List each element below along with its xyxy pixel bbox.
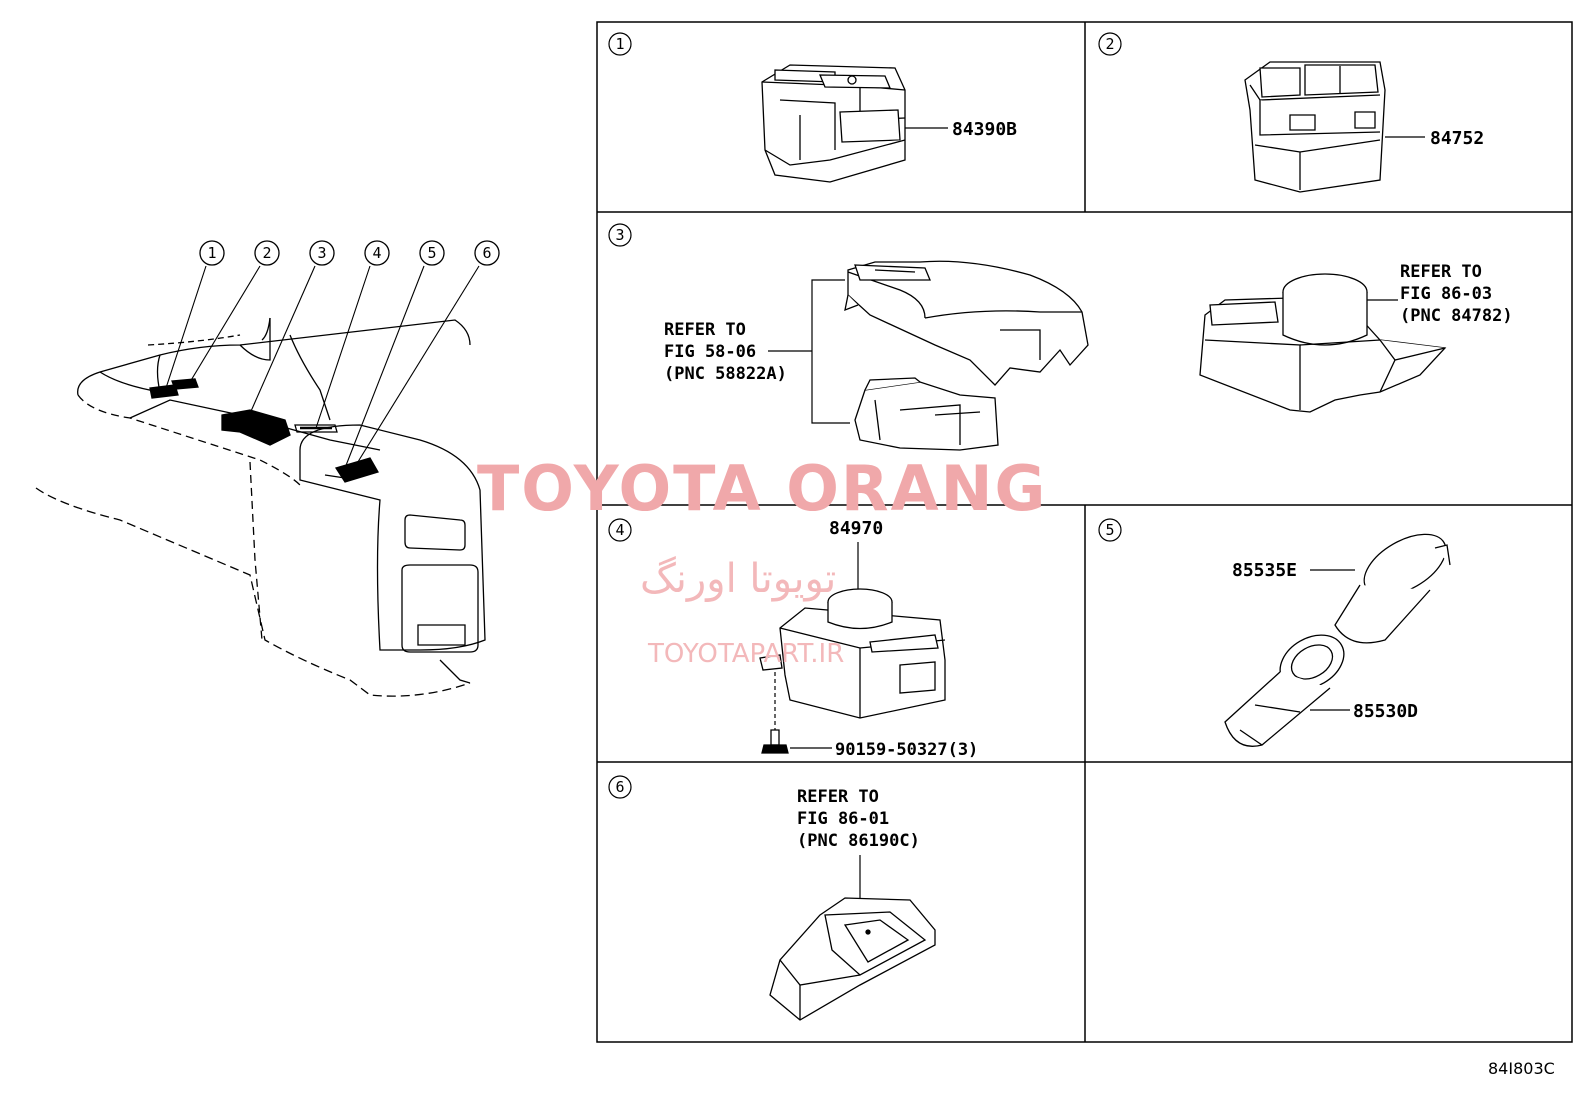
svg-text:6: 6 [615,778,624,796]
svg-text:(PNC 86190C): (PNC 86190C) [797,831,920,851]
bracket-leader-58822a [768,279,850,424]
part-label-90159-50327[interactable]: 90159-50327(3) [835,740,978,760]
socket-cap-drawing [1334,533,1451,644]
refer-label-84782[interactable]: REFER TO FIG 86-03 (PNC 84782) [1400,262,1513,326]
panel-6: 6 REFER TO FIG 86-01 (PNC 86190C) [608,775,936,1021]
svg-text:5: 5 [427,244,436,262]
svg-text:FIG 58-06: FIG 58-06 [664,342,756,362]
svg-text:2: 2 [262,244,271,262]
watermark: TOYOTA ORANG تویوتا اورنگ TOYOTAPART.IR [477,452,1047,669]
console-overview [35,317,486,697]
svg-text:2: 2 [1105,35,1114,53]
panel-number-3: 3 [608,223,632,247]
part-label-84390b[interactable]: 84390B [952,119,1017,140]
callout-3[interactable]: 3 [309,240,335,266]
remote-controller-drawing [1199,273,1447,413]
refer-label-86190c[interactable]: REFER TO FIG 86-01 (PNC 86190C) [797,787,920,851]
switch-84390b-drawing [761,64,906,183]
svg-text:1: 1 [615,35,624,53]
panel-3: 3 REFER TO FIG 58-06 (PNC 58822A) [608,223,1513,451]
callout-4[interactable]: 4 [364,240,390,266]
panel-1: 1 84390B [608,32,1017,183]
panel-number-1: 1 [608,32,632,56]
panel-5: 5 85535E 85530D [1098,518,1451,747]
watermark-main: TOYOTA ORANG [477,452,1047,525]
svg-text:(PNC 58822A): (PNC 58822A) [664,364,787,384]
callout-group: 1 2 3 4 5 6 [199,240,500,266]
svg-text:3: 3 [317,244,326,262]
callout-leaders [165,265,480,469]
panel-number-4: 4 [608,518,632,542]
callout-1[interactable]: 1 [199,240,225,266]
bolt-drawing [761,729,789,754]
svg-text:FIG 86-01: FIG 86-01 [797,809,889,829]
callout-6[interactable]: 6 [474,240,500,266]
svg-text:4: 4 [615,521,624,539]
panel-2: 2 84752 [1098,32,1484,193]
svg-text:REFER TO: REFER TO [797,787,879,807]
part-label-85535e[interactable]: 85535E [1232,560,1297,581]
watermark-farsi: تویوتا اورنگ [640,556,836,602]
svg-text:3: 3 [615,226,624,244]
svg-text:1: 1 [207,244,216,262]
callout-2[interactable]: 2 [254,240,280,266]
console-cover-drawing [844,260,1089,451]
svg-text:REFER TO: REFER TO [1400,262,1482,282]
svg-text:REFER TO: REFER TO [664,320,746,340]
refer-label-58822a[interactable]: REFER TO FIG 58-06 (PNC 58822A) [664,320,787,384]
svg-text:4: 4 [372,244,381,262]
svg-text:5: 5 [1105,521,1114,539]
part-label-84752[interactable]: 84752 [1430,128,1484,149]
parts-grid [596,21,1573,1043]
svg-text:6: 6 [482,244,491,262]
controller-84970-drawing [759,588,946,719]
socket-85530d-drawing [1224,634,1345,747]
svg-text:(PNC 84782): (PNC 84782) [1400,306,1513,326]
callout-5[interactable]: 5 [419,240,445,266]
svg-text:FIG 86-03: FIG 86-03 [1400,284,1492,304]
watermark-site: TOYOTAPART.IR [647,639,844,669]
part-label-85530d[interactable]: 85530D [1353,701,1418,722]
panel-number-5: 5 [1098,518,1122,542]
switch-84752-drawing [1244,61,1386,193]
diagram-code: 84I803C [1488,1059,1555,1078]
part-label-84970[interactable]: 84970 [829,518,883,539]
panel-number-2: 2 [1098,32,1122,56]
switch-86190c-drawing [769,897,936,1021]
panel-number-6: 6 [608,775,632,799]
panel-4: 4 84970 90159-50327(3) [608,518,978,760]
